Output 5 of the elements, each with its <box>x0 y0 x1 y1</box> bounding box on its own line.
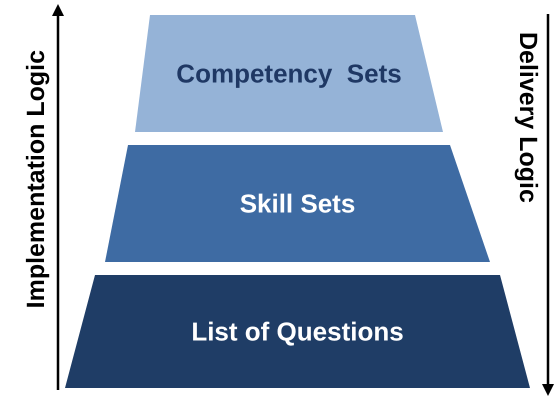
band-label: Competency Sets <box>175 58 403 89</box>
band-label: List of Questions <box>190 316 405 347</box>
axis-label: Delivery Logic <box>513 32 542 203</box>
axis-label: Implementation Logic <box>22 50 51 308</box>
band-label: Skill Sets <box>238 188 356 219</box>
